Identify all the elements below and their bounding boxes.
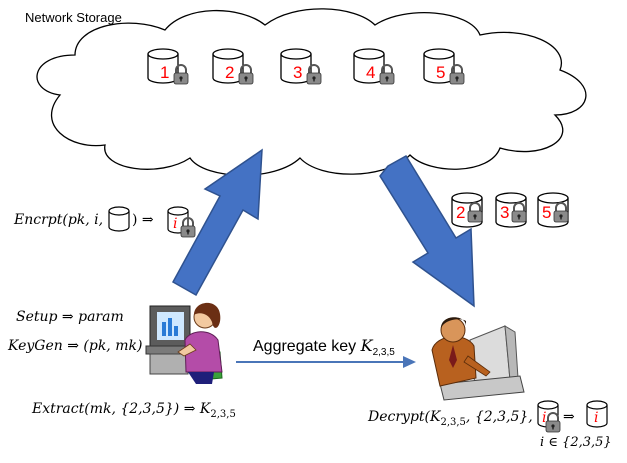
cloud-database-3: 3: [280, 48, 322, 85]
woman-at-computer-icon: [145, 302, 223, 384]
database-label: 1: [160, 63, 169, 82]
cloud-title: Network Storage: [25, 10, 122, 25]
database-label: i: [173, 216, 177, 232]
aggregate-arrowhead: [403, 356, 416, 368]
database-label: 5: [542, 203, 551, 222]
keygen-formula: KeyGen ⇒ (pk, mk): [7, 338, 142, 354]
encrypt-formula-prefix: Encrpt(pk, i,: [13, 212, 103, 228]
aggregate-key-label: Aggregate key K2,3,5: [253, 336, 395, 358]
encrypt-output-database: i: [167, 206, 196, 238]
shared-database-5: 5: [537, 192, 569, 228]
cloud-database-5: 5: [423, 48, 465, 85]
database-label: 3: [293, 63, 302, 82]
encrypt-formula-suffix: ) ⇒: [132, 212, 154, 228]
decrypt-condition: i ∈ {2,3,5}: [540, 435, 612, 450]
decrypt-output-database: i: [586, 400, 608, 428]
database-label: 4: [366, 63, 375, 82]
encrypt-input-database: [108, 206, 130, 232]
cloud-database-4: 4: [353, 48, 395, 85]
shared-database-2: 2: [451, 192, 483, 228]
database-label: i: [542, 410, 546, 426]
database-label: 5: [436, 63, 445, 82]
cloud-database-2: 2: [212, 48, 254, 85]
shared-database-3: 3: [495, 192, 527, 228]
download-arrow: [379, 154, 475, 308]
upload-arrow: [171, 148, 263, 297]
decrypt-input-database: i: [537, 400, 561, 433]
database-label: 3: [500, 203, 509, 222]
database-label: 2: [225, 63, 234, 82]
setup-formula: Setup ⇒ param: [16, 309, 124, 325]
cloud-database-1: 1: [147, 48, 189, 85]
man-at-computer-icon: [431, 317, 525, 401]
database-label: i: [594, 410, 598, 426]
cloud-icon: [36, 8, 587, 176]
database-label: 2: [456, 203, 465, 222]
extract-formula: Extract(mk, {2,3,5}) ⇒ K2,3,5: [31, 401, 236, 420]
decrypt-arrow: ⇒: [563, 409, 575, 425]
decrypt-formula: Decrypt(K2,3,5, {2,3,5}, i,: [367, 409, 546, 428]
